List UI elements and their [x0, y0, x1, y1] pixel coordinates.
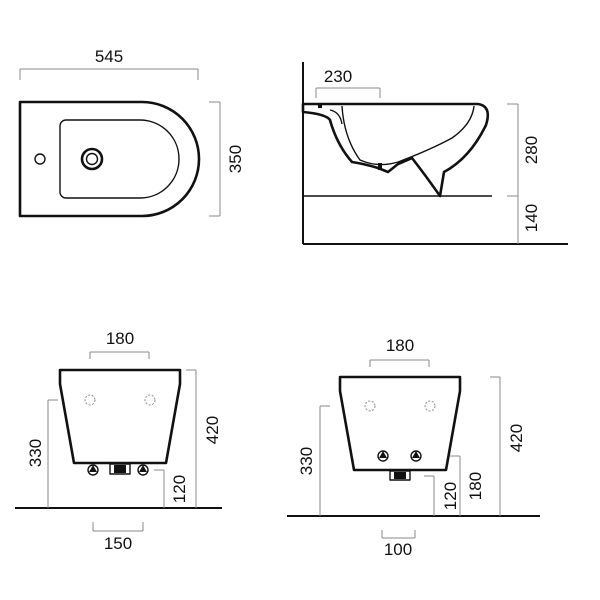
left-front-outline [58, 368, 182, 465]
side-view-inner-bowl [341, 105, 475, 166]
left-fixing-hole-left-icon [84, 394, 96, 406]
right-connector-right-arrow [412, 451, 420, 458]
right-drain-block-icon [389, 470, 411, 481]
drain-inner-icon [85, 152, 99, 166]
side-view-inner-bowl-2 [329, 109, 343, 125]
side-bowl-height-label: 280 [522, 136, 541, 164]
right-drain-block-core [394, 472, 406, 479]
left-fixing-hole-right-icon [144, 394, 156, 406]
side-floor-offset-label: 140 [522, 204, 541, 232]
side-view-outline [301, 102, 490, 198]
right-drain-width-label: 100 [384, 540, 412, 559]
right-connector-left-arrow [379, 451, 387, 458]
left-connector-left-arrow [89, 465, 97, 472]
top-view-bowl [59, 119, 180, 199]
side-view-bolt-mark-1 [318, 104, 322, 108]
top-view: 545 350 [18, 47, 245, 218]
front-view-left: 180 420 330 120 150 [15, 329, 222, 553]
drain-outer-icon [80, 147, 104, 171]
right-total-height-label: 420 [507, 424, 526, 452]
right-front-outline [338, 375, 462, 472]
left-inlet-height-label: 330 [26, 439, 45, 467]
top-view-outline [18, 100, 201, 218]
right-inlet-height-label: 330 [297, 447, 316, 475]
left-outlet-block-core [114, 465, 126, 473]
front-view-right: 180 420 330 180 120 100 [287, 336, 540, 559]
right-top-width-label: 180 [386, 336, 414, 355]
left-outlet-block-icon [109, 463, 131, 475]
right-fixing-hole-right-icon [424, 400, 436, 412]
left-outlet-height-label: 120 [170, 475, 189, 503]
left-top-width-label: 180 [106, 329, 134, 348]
left-total-height-label: 420 [203, 416, 222, 444]
side-rim-depth-label: 230 [324, 67, 352, 86]
side-view: 230 280 140 [301, 62, 568, 245]
tap-hole-icon [34, 153, 46, 165]
side-view-bolt-mark-2 [378, 163, 382, 170]
right-fixing-hole-left-icon [364, 400, 376, 412]
left-connector-right-arrow [139, 465, 147, 472]
top-width-label: 545 [95, 47, 123, 66]
right-drain-height-label: 180 [466, 472, 485, 500]
right-outlet-height-label: 120 [441, 482, 460, 510]
top-depth-label: 350 [226, 145, 245, 173]
left-outlet-spacing-label: 150 [104, 534, 132, 553]
